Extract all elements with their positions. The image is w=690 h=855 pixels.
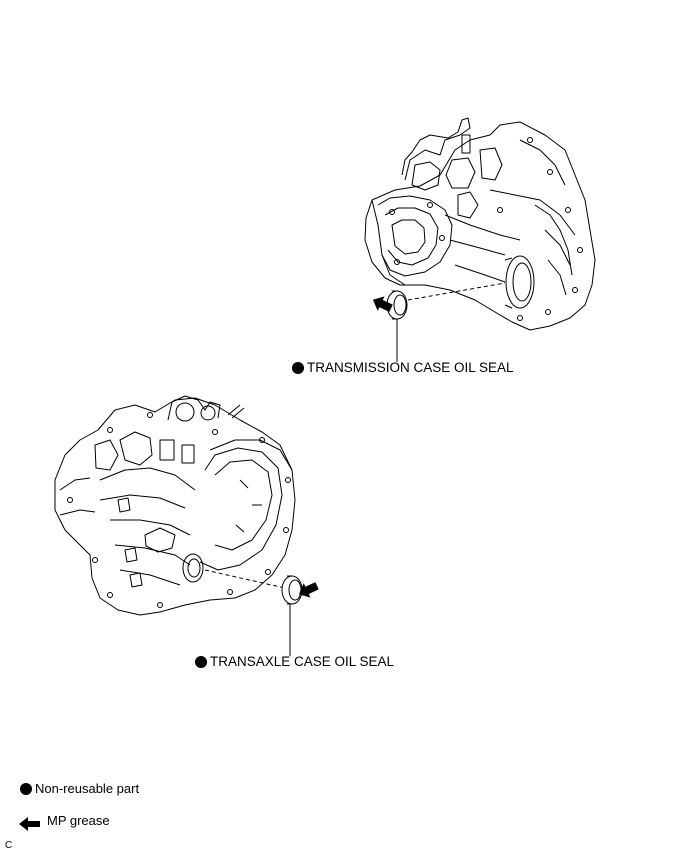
upper-alignment-dashed-line bbox=[407, 282, 506, 301]
transaxle-case-oil-seal-label: TRANSAXLE CASE OIL SEAL bbox=[195, 654, 394, 670]
transmission-case-oil-seal-label: TRANSMISSION CASE OIL SEAL bbox=[292, 360, 514, 376]
transaxle-case-oil-seal-illustration bbox=[281, 575, 303, 605]
non-reusable-dot-icon bbox=[292, 362, 304, 374]
figure-code: C bbox=[5, 840, 13, 851]
non-reusable-dot-icon bbox=[195, 656, 207, 668]
transaxle-case-illustration bbox=[54, 395, 296, 616]
transaxle-case-oil-seal-text: TRANSAXLE CASE OIL SEAL bbox=[210, 654, 395, 669]
mp-grease-arrow-icon bbox=[298, 582, 319, 598]
legend-non-reusable: Non-reusable part bbox=[20, 781, 139, 797]
legend-non-reusable-dot-icon bbox=[20, 783, 32, 795]
transmission-case-illustration bbox=[364, 117, 596, 331]
legend-non-reusable-text: Non-reusable part bbox=[35, 781, 140, 796]
legend-mp-grease-text: MP grease bbox=[47, 813, 110, 828]
transmission-case-oil-seal-text: TRANSMISSION CASE OIL SEAL bbox=[307, 360, 514, 375]
mp-grease-arrow-icon bbox=[372, 296, 393, 312]
legend-mp-grease: MP grease bbox=[47, 813, 110, 829]
legend-mp-grease-arrow-icon bbox=[19, 817, 40, 831]
